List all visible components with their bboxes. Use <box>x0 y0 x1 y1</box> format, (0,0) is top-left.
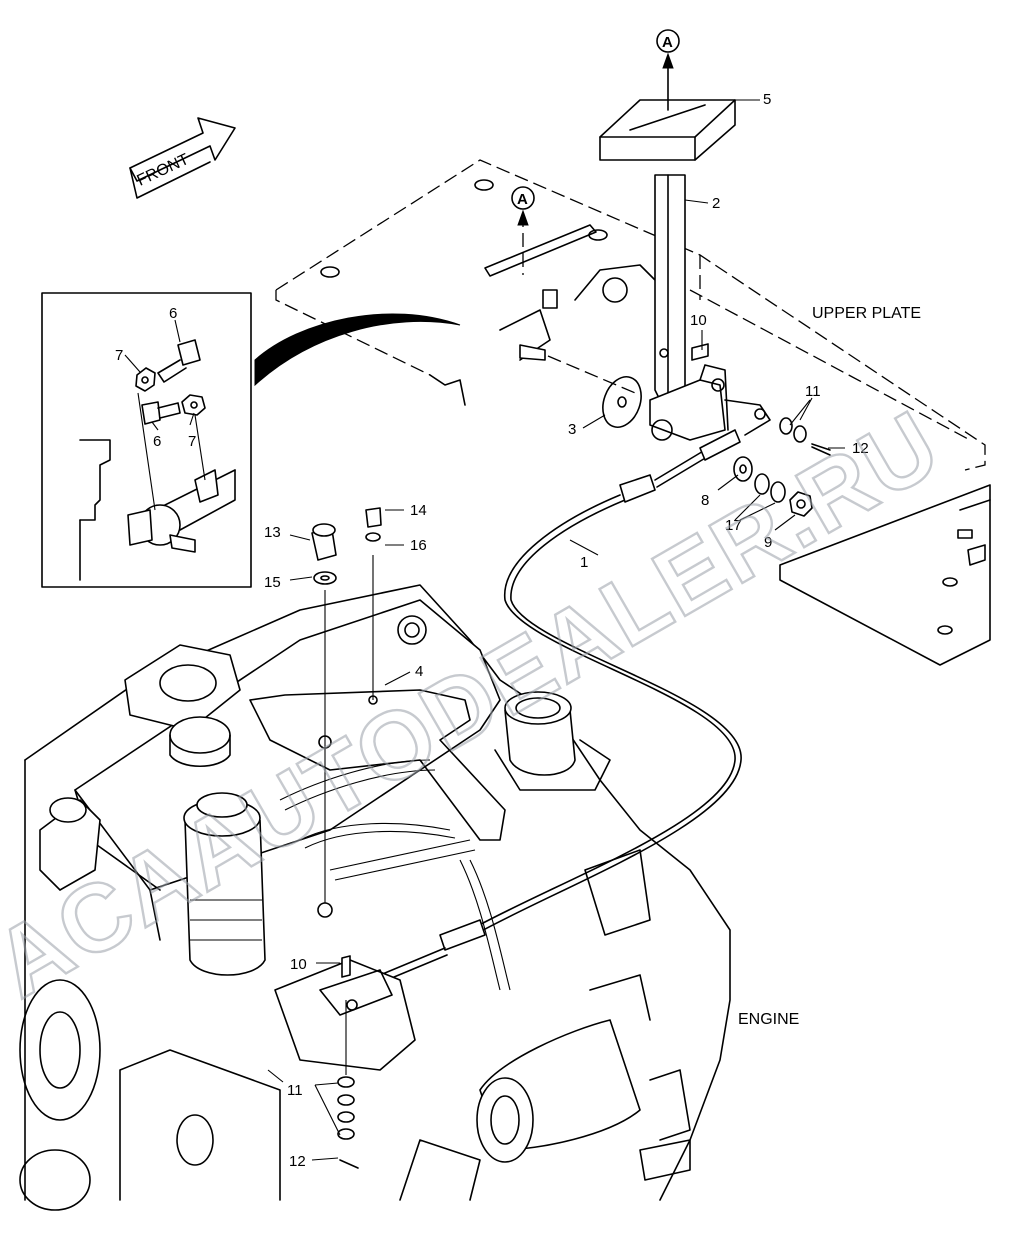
callout-7-right: 7 <box>188 433 196 450</box>
callout-16: 16 <box>410 537 427 554</box>
throttle-cable <box>379 429 742 983</box>
callout-17: 17 <box>725 517 742 534</box>
callout-7-left: 7 <box>115 347 123 364</box>
callout-8: 8 <box>701 492 709 509</box>
callout-numbers: 1 2 3 4 5 6 6 7 7 8 9 10 10 11 11 12 12 … <box>115 91 869 1170</box>
callout-14: 14 <box>410 502 427 519</box>
callout-5: 5 <box>763 91 771 108</box>
callout-2: 2 <box>712 195 720 212</box>
callout-1: 1 <box>580 554 588 571</box>
callout-12-bottom: 12 <box>289 1153 306 1170</box>
callout-13: 13 <box>264 524 281 541</box>
callout-9: 9 <box>764 534 772 551</box>
right-plate-piece <box>779 484 991 666</box>
callout-11-bottom: 11 <box>287 1082 303 1099</box>
ref-a-plate-label: A <box>517 191 528 208</box>
washer-stack <box>337 1076 355 1140</box>
upper-plate-label: UPPER PLATE <box>812 305 921 322</box>
ref-a-top-label: A <box>662 34 673 51</box>
callout-15: 15 <box>264 574 281 591</box>
reference-arrow-top: A <box>656 29 680 111</box>
engine <box>19 555 731 1211</box>
callout-leaders <box>124 99 845 1161</box>
callout-12-top: 12 <box>852 440 869 457</box>
callout-4: 4 <box>415 663 423 680</box>
callout-10-top: 10 <box>690 312 707 329</box>
front-arrow: FRONT <box>129 117 236 199</box>
bracket-fasteners <box>311 507 382 585</box>
lever-assembly <box>519 99 831 517</box>
callout-3: 3 <box>568 421 576 438</box>
engine-label: ENGINE <box>738 1011 799 1028</box>
reference-arrow-plate: A <box>511 186 535 275</box>
callout-6-top: 6 <box>169 305 177 322</box>
callout-11-top: 11 <box>805 383 821 400</box>
detail-inset <box>41 292 461 588</box>
callout-10-bottom: 10 <box>290 956 307 973</box>
callout-6-bottom: 6 <box>153 433 161 450</box>
